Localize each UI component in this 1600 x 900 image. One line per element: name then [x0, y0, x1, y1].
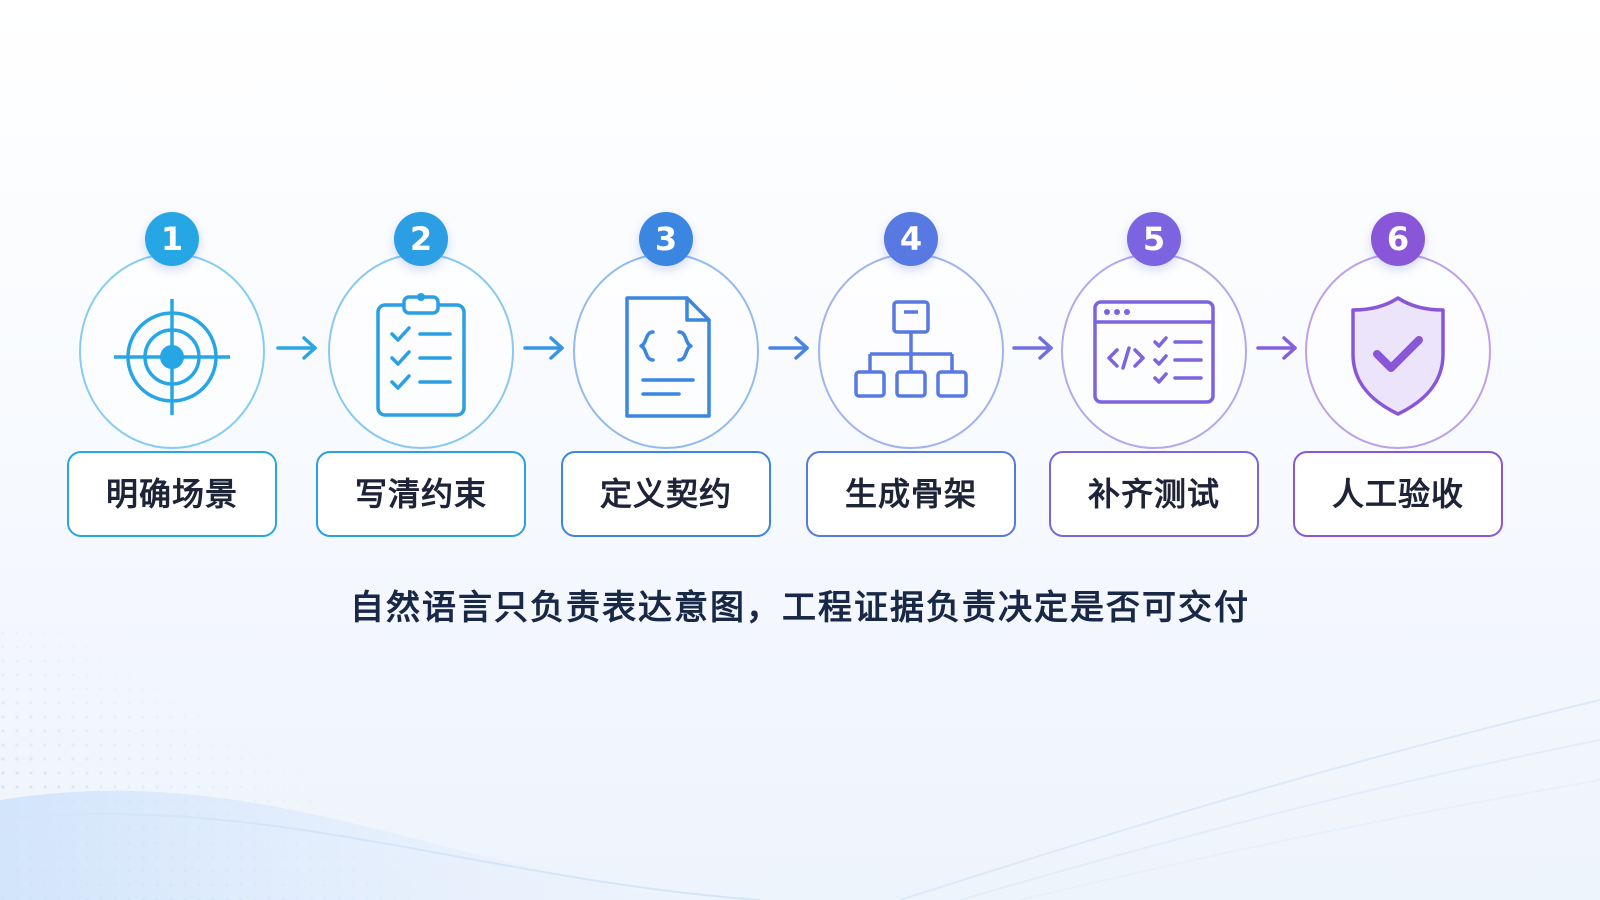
step-label: 补齐测试 — [1049, 451, 1259, 537]
target-icon — [114, 299, 230, 415]
step-label: 生成骨架 — [806, 451, 1016, 537]
step-label: 写清约束 — [316, 451, 526, 537]
step-label: 人工验收 — [1293, 451, 1503, 537]
clipboard-checklist-icon — [376, 293, 466, 417]
step-5: 5 补齐测试 — [1049, 212, 1259, 542]
shield-check-icon — [1351, 296, 1445, 416]
code-test-window-icon — [1093, 300, 1215, 404]
hierarchy-icon — [854, 300, 968, 398]
step-number-badge: 2 — [394, 212, 448, 266]
step-2: 2 写清约束 — [316, 212, 526, 542]
step-number-badge: 3 — [639, 212, 693, 266]
flow-arrow-2 — [523, 336, 564, 360]
step-6: 6 人工验收 — [1293, 212, 1503, 542]
step-number-badge: 4 — [884, 212, 938, 266]
code-document-icon — [625, 296, 711, 418]
slogan-text: 自然语言只负责表达意图，工程证据负责决定是否可交付 — [350, 588, 1250, 628]
step-label: 定义契约 — [561, 451, 771, 537]
step-3: 3 定义契约 — [561, 212, 771, 542]
step-label: 明确场景 — [67, 451, 277, 537]
step-number-badge: 6 — [1371, 212, 1425, 266]
flow-arrow-4 — [1012, 336, 1053, 360]
step-number-badge: 1 — [145, 212, 199, 266]
flow-arrow-1 — [276, 336, 317, 360]
step-number-badge: 5 — [1127, 212, 1181, 266]
flow-arrow-5 — [1256, 336, 1297, 360]
flow-arrow-3 — [768, 336, 809, 360]
step-1: 1 明确场景 — [67, 212, 277, 542]
step-4: 4 生成骨架 — [806, 212, 1016, 542]
